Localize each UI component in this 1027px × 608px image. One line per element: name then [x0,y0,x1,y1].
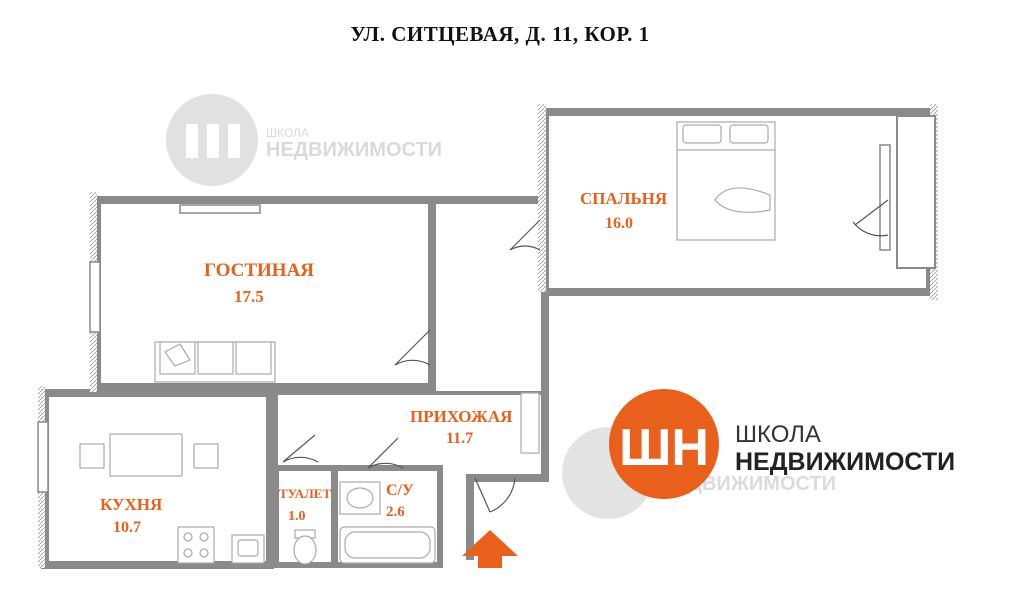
room-name-hallway: ПРИХОЖАЯ [410,407,512,426]
room-name-kitchen: КУХНЯ [100,495,162,514]
room-name-living: ГОСТИНАЯ [204,260,314,281]
room-area-bedroom: 16.0 [605,215,633,232]
door-icon [282,199,889,513]
room-area-hallway: 11.7 [446,430,473,447]
room-area-living: 17.5 [234,287,264,306]
sink-icon [231,481,381,564]
wardrobe [520,392,540,454]
room-name-toilet: ТУАЛЕТ [279,486,331,501]
room-area-bathroom: 2.6 [386,504,405,520]
room-area-toilet: 1.0 [288,509,306,524]
brand-logo-mark: ШН [619,419,709,477]
address-title: УЛ. СИТЦЕВАЯ, Д. 11, КОР. 1 [350,22,650,46]
brand-logo-line2: НЕДВИЖИМОСТИ [735,448,955,476]
watermark-line2-top: НЕДВИЖИМОСТИ [266,139,442,161]
stove-icon [79,433,219,564]
room-area-kitchen: 10.7 [113,519,141,536]
brand-logo-line1: ШКОЛА [735,421,821,448]
brand-logo: ШН ШКОЛА НЕДВИЖИМОСТИ [609,389,955,499]
toilet-icon [293,529,317,565]
room-name-bathroom: С/У [386,482,414,499]
bathtub-icon [339,526,436,564]
window-icon [37,144,891,493]
watermark-line1-top: ШКОЛА [266,126,309,140]
watermark-logo-top: ШКОЛА НЕДВИЖИМОСТИ [166,94,442,186]
sofa-icon [154,341,276,383]
entrance-arrow-icon [462,530,518,568]
bed-icon [676,121,776,241]
balcony [896,115,936,269]
walls [41,108,934,569]
room-name-bedroom: СПАЛЬНЯ [580,189,667,208]
